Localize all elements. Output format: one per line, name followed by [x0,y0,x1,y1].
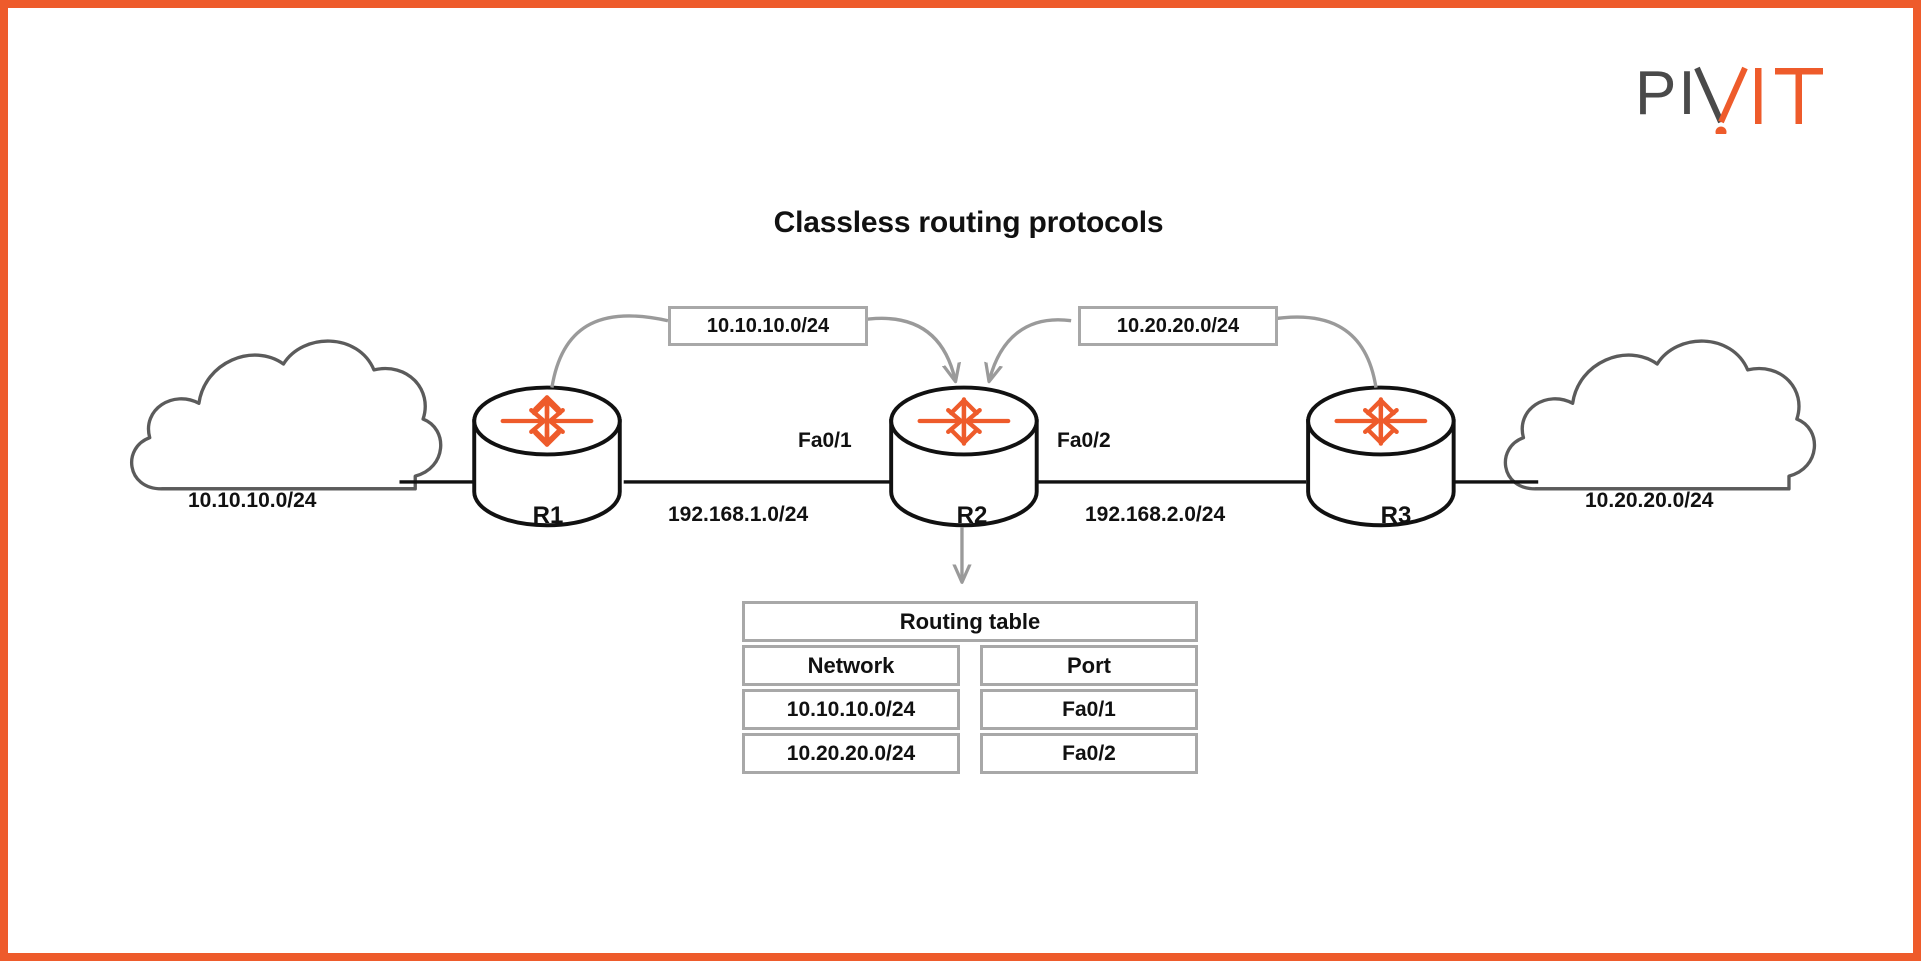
adv-arc-right-end [990,318,1072,380]
advertised-route-right: 10.20.20.0/24 [1078,306,1278,346]
advertised-route-left: 10.10.10.0/24 [668,306,868,346]
router-r1-label: R1 [532,502,564,529]
network-label-192-168-1-0: 192.168.1.0/24 [668,503,809,526]
network-label-192-168-2-0: 192.168.2.0/24 [1085,503,1226,526]
interface-label-fa01: Fa0/1 [798,429,852,452]
cloud-left-label: 10.10.10.0/24 [188,489,317,512]
routing-table-row: 10.10.10.0/24 Fa0/1 [742,689,1198,730]
routing-table-col-network: Network [742,645,960,686]
router-r3-shape [1306,385,1456,528]
routing-table-row: 10.20.20.0/24 Fa0/2 [742,733,1198,774]
routing-table-cell-network: 10.10.10.0/24 [742,689,960,730]
pivit-logo: PI [1635,56,1835,134]
router-r3-label: R3 [1380,502,1412,529]
adv-arc-left-start [550,314,669,388]
routing-table-header-row: Network Port [742,645,1198,686]
routing-table-col-port: Port [980,645,1198,686]
routing-table-cell-network: 10.20.20.0/24 [742,733,960,774]
svg-text:PI: PI [1635,59,1698,128]
routing-table: Routing table Network Port 10.10.10.0/24… [742,601,1198,777]
interface-label-fa02: Fa0/2 [1057,429,1111,452]
cloud-right-shape [1503,339,1816,491]
cloud-right-label: 10.20.20.0/24 [1585,489,1714,512]
adv-arc-right-start [1262,315,1378,388]
pivit-logo-mark: PI [1635,59,1823,134]
routing-table-cell-port: Fa0/1 [980,689,1198,730]
routing-table-title: Routing table [742,601,1198,642]
adv-arc-left-end [856,316,955,379]
page-title: Classless routing protocols [773,206,1164,239]
router-r2-shape [889,385,1039,528]
router-r1-shape [472,385,622,528]
cloud-left-shape [130,339,443,491]
router-r2-label: R2 [956,502,988,529]
diagram-canvas [130,314,1816,953]
routing-table-cell-port: Fa0/2 [980,733,1198,774]
